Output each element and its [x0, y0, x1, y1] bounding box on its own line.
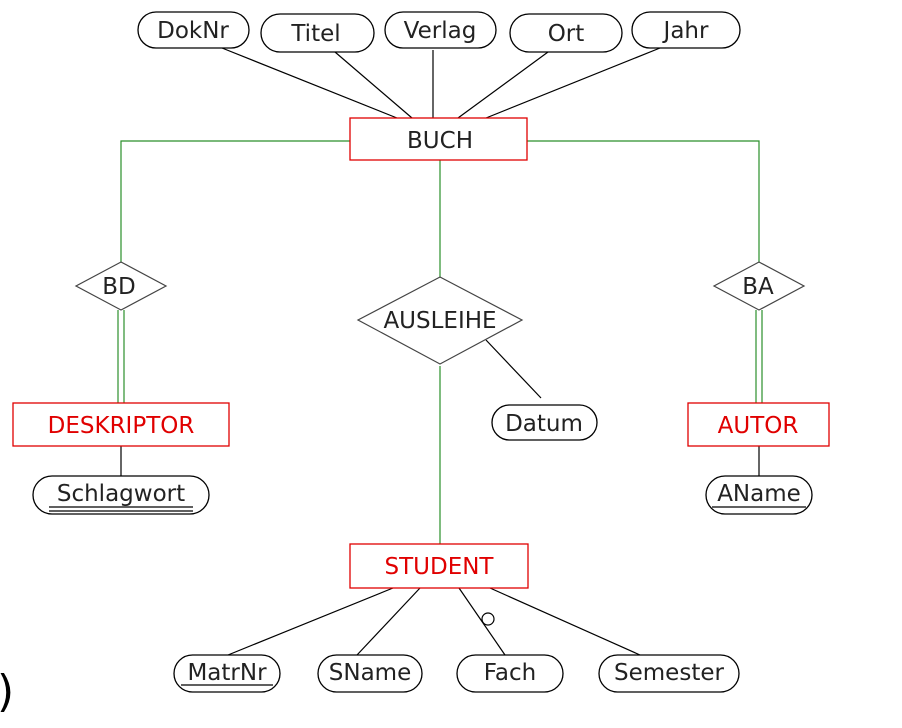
attribute-sname-label: SName: [329, 660, 411, 686]
link-matrnr-student: [227, 587, 394, 656]
link-titel-buch: [334, 51, 413, 119]
link-buch-bd: [120, 140, 350, 262]
link-buch-ba: [527, 140, 760, 262]
attribute-ort-label: Ort: [548, 21, 585, 47]
attribute-fach: Fach: [456, 654, 564, 693]
attribute-aname: AName: [705, 475, 813, 515]
entity-student: STUDENT: [349, 543, 529, 589]
attribute-doknr: DokNr: [137, 11, 250, 49]
link-ort-buch: [457, 51, 549, 119]
attribute-jahr-label: Jahr: [662, 18, 709, 44]
relationship-links: [117, 140, 763, 544]
entity-deskriptor-label: DESKRIPTOR: [48, 413, 195, 439]
link-sname-student: [356, 587, 421, 656]
link-doknr-buch: [221, 47, 398, 119]
attribute-verlag-label: Verlag: [404, 18, 477, 44]
link-jahr-buch: [485, 47, 661, 119]
attribute-matrnr-label: MatrNr: [187, 660, 267, 686]
entity-buch-label: BUCH: [407, 128, 473, 154]
link-datum-ausleihe: [485, 339, 542, 399]
attribute-aname-label: AName: [717, 481, 801, 507]
attribute-sname: SName: [317, 654, 423, 693]
attribute-ort: Ort: [509, 13, 623, 53]
relationship-ausleihe-label: AUSLEIHE: [383, 308, 496, 334]
attribute-schlagwort: Schlagwort: [32, 475, 210, 515]
entity-autor-label: AUTOR: [718, 413, 799, 439]
relationship-ausleihe: AUSLEIHE: [356, 276, 524, 365]
attribute-verlag: Verlag: [384, 11, 497, 49]
attribute-datum: Datum: [491, 404, 598, 441]
attribute-links: [120, 47, 760, 656]
relationship-bd: BD: [74, 261, 168, 311]
entity-student-label: STUDENT: [385, 554, 495, 580]
attribute-semester-label: Semester: [614, 660, 724, 686]
entity-buch: BUCH: [349, 117, 528, 161]
attribute-titel-label: Titel: [290, 21, 340, 47]
attribute-titel: Titel: [260, 13, 375, 53]
attribute-schlagwort-label: Schlagwort: [57, 481, 185, 507]
entity-deskriptor: DESKRIPTOR: [12, 402, 230, 447]
attribute-jahr: Jahr: [631, 11, 741, 49]
relationship-bd-label: BD: [102, 274, 136, 300]
edge-glyph: ): [0, 666, 14, 717]
relationship-ba-label: BA: [742, 274, 774, 300]
optional-marker: [481, 612, 495, 626]
link-semester-student: [489, 587, 641, 656]
entity-autor: AUTOR: [687, 402, 830, 447]
attribute-datum-label: Datum: [505, 411, 583, 437]
attribute-doknr-label: DokNr: [157, 18, 229, 44]
attribute-matrnr: MatrNr: [173, 654, 281, 693]
attribute-semester: Semester: [598, 654, 740, 693]
attribute-fach-label: Fach: [484, 660, 536, 686]
relationship-ba: BA: [712, 261, 806, 311]
